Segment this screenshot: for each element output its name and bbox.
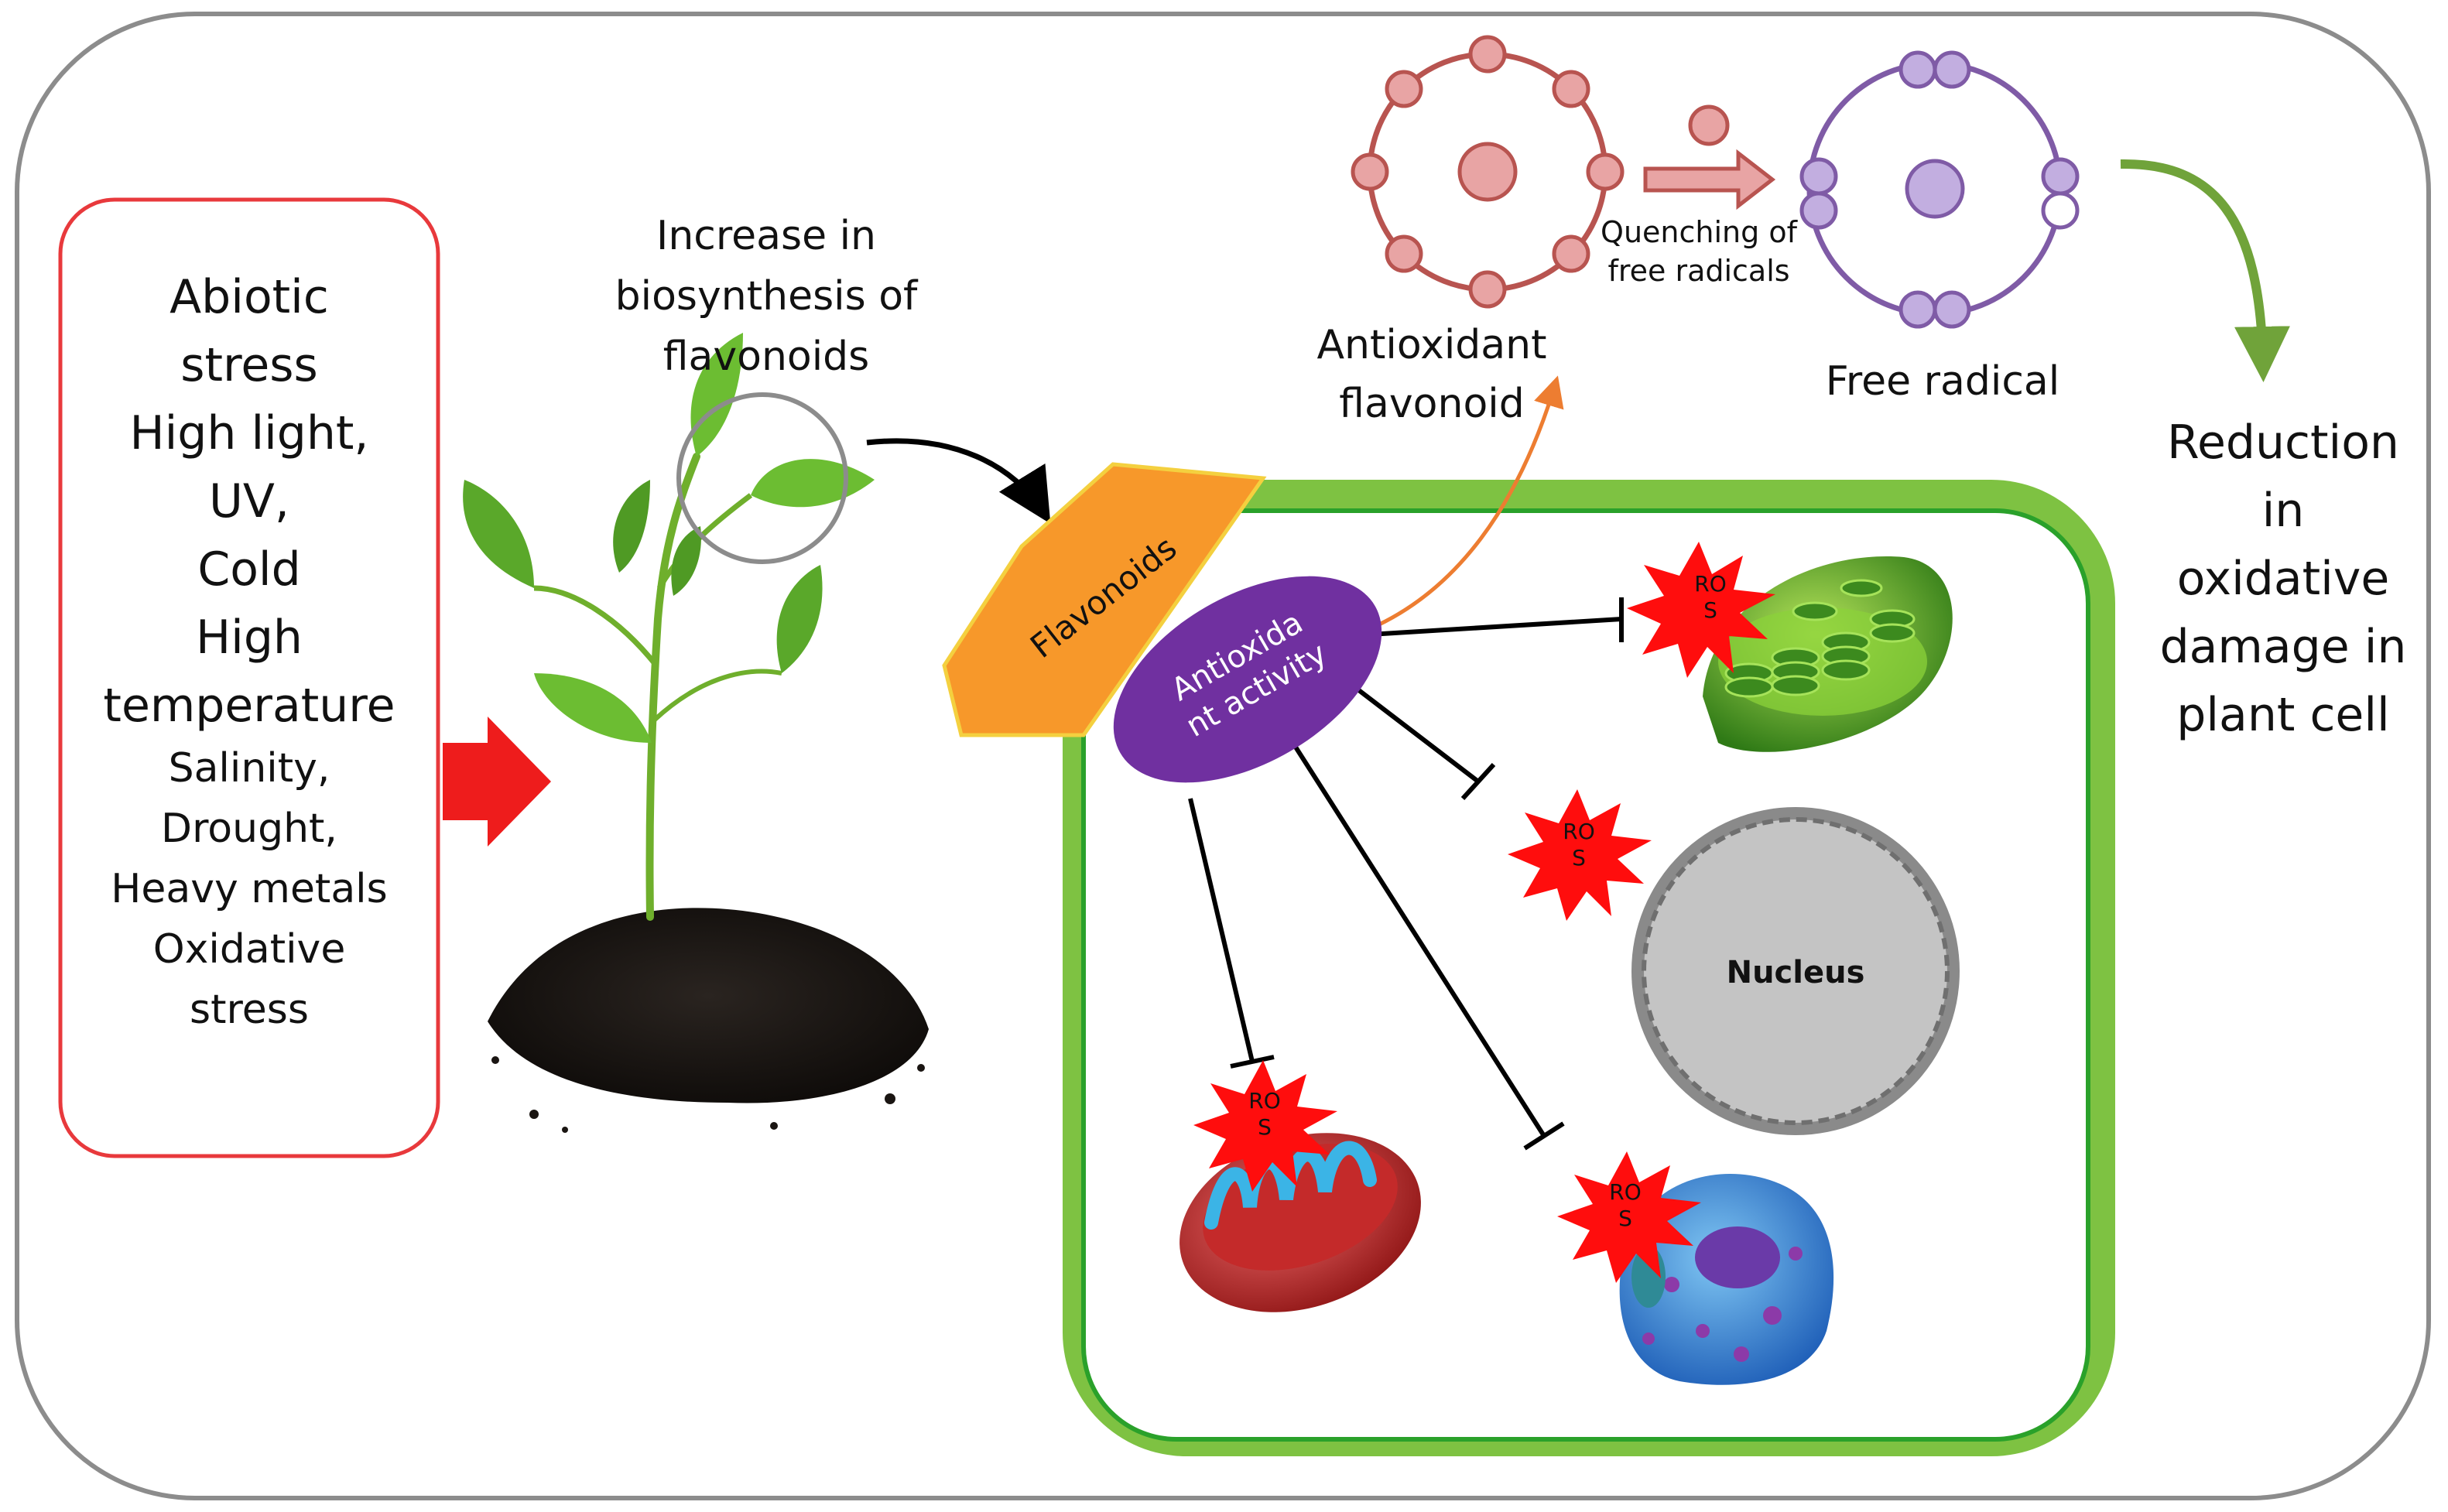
stress-arrow xyxy=(443,717,551,847)
free-radical-label: Free radical xyxy=(1825,358,2060,405)
ros-stars xyxy=(1193,542,1775,1283)
flavonoids-tag-shape xyxy=(942,462,1267,737)
antioxidant-flavonoid-label: Antioxidant flavonoid xyxy=(1316,322,1547,427)
quenching-arrow xyxy=(1643,149,1776,210)
biosynthesis-label: Increase in biosynthesis of flavonoids xyxy=(615,213,918,380)
antioxidant-activity-oval xyxy=(1113,576,1382,783)
antioxidant-molecule xyxy=(1351,35,1625,309)
orange-arrow xyxy=(1376,375,1564,628)
soil-mound xyxy=(488,908,929,1133)
inhibition-lines xyxy=(1188,597,1624,1151)
reduction-label: Reduction in oxidative damage in plant c… xyxy=(2159,416,2407,742)
stress-box-border xyxy=(58,197,440,1158)
stress-text-large: Abiotic stress High light, UV, Cold High… xyxy=(103,270,395,733)
nucleus-body xyxy=(1642,817,1950,1125)
stress-text-small: Salinity, Drought, Heavy metals Oxidativ… xyxy=(111,745,388,1033)
free-radical-molecule xyxy=(1799,50,2080,329)
electron-dot xyxy=(1688,104,1730,146)
curved-arrow-to-flavonoids xyxy=(866,438,1051,524)
seedling xyxy=(463,333,875,921)
magnifier-circle xyxy=(676,392,848,564)
chloroplast-icon xyxy=(1703,556,1953,752)
cell-organelle-icon xyxy=(1619,1173,1834,1385)
quenching-label: Quenching of free radicals xyxy=(1601,215,1797,288)
nucleus-label: Nucleus xyxy=(1726,955,1865,990)
green-curved-arrow xyxy=(2120,159,2290,382)
